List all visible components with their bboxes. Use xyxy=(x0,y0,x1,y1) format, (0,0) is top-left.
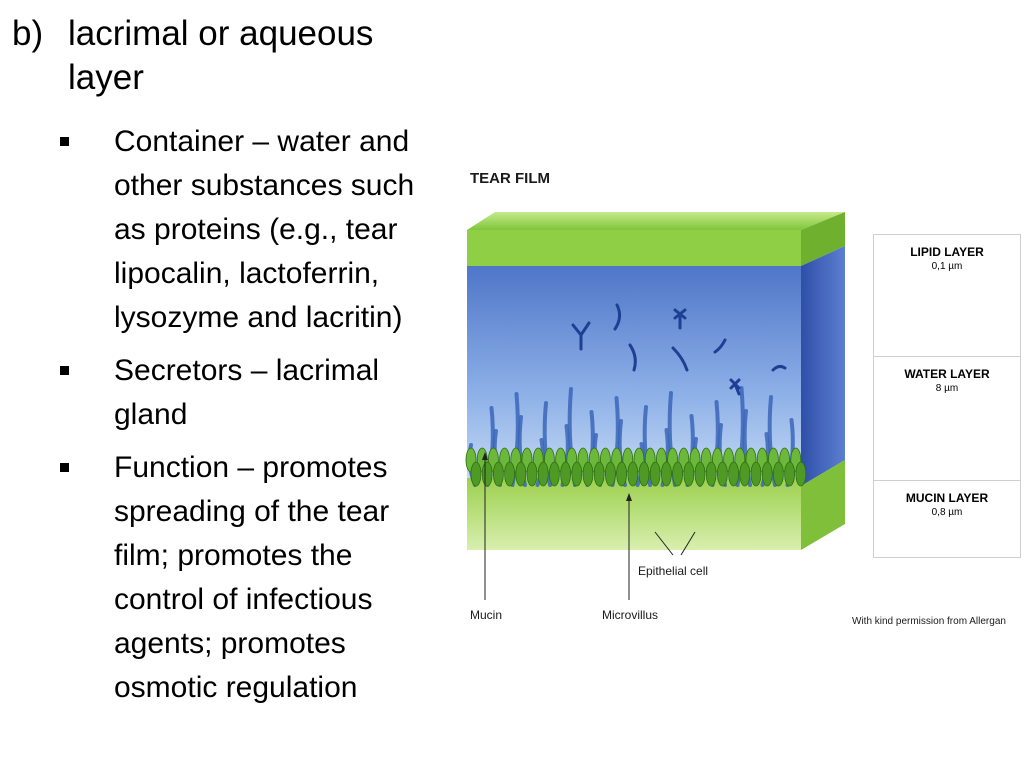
lipid-layer-side xyxy=(801,212,845,266)
microvillus xyxy=(549,461,560,487)
mucin-layer-box: MUCIN LAYER 0,8 µm xyxy=(873,480,1021,558)
microvillus xyxy=(481,461,493,487)
tear-film-illustration xyxy=(465,212,845,600)
microvillus xyxy=(537,461,549,487)
bullet-text: Function – promotes spreading of the tea… xyxy=(114,451,390,704)
microvillus xyxy=(694,461,706,487)
lipid-layer-front xyxy=(467,230,801,266)
epithelium-side xyxy=(801,460,845,550)
bullet-text: Container – water and other substances s… xyxy=(114,125,415,334)
lipid-layer-top xyxy=(467,212,845,230)
microvillus xyxy=(772,461,784,487)
microvillus xyxy=(515,461,527,487)
heading-marker: b) xyxy=(12,14,44,53)
microvillus xyxy=(728,461,740,487)
lipid-layer-name: LIPID LAYER xyxy=(910,245,984,259)
microvillus xyxy=(761,461,773,487)
credit-text: With kind permission from Allergan xyxy=(852,616,1006,627)
microvillus xyxy=(604,461,616,487)
figure-title: TEAR FILM xyxy=(470,170,550,187)
microvillus xyxy=(683,461,695,487)
epithelial-callout-line-left xyxy=(654,531,674,556)
bullet-square-icon xyxy=(60,366,69,375)
slide-heading: lacrimal or aqueous layer xyxy=(68,14,374,97)
tear-film-figure: TEAR FILM xyxy=(455,160,1024,640)
microvillus xyxy=(470,461,482,487)
bullet-text: Secretors – lacrimal gland xyxy=(114,354,380,431)
microvillus xyxy=(784,461,796,487)
microvillus xyxy=(705,461,717,487)
microvillus xyxy=(672,461,684,487)
microvillus xyxy=(627,461,639,487)
slide-text: b) lacrimal or aqueous layer Container –… xyxy=(0,0,450,768)
microvillus xyxy=(795,461,807,487)
microvillus xyxy=(526,461,538,487)
microvillus xyxy=(504,461,515,487)
water-layer-name: WATER LAYER xyxy=(904,367,990,381)
bullet-container: Container – water and other substances s… xyxy=(0,120,444,340)
microvillus xyxy=(649,461,661,487)
mucin-layer-name: MUCIN LAYER xyxy=(905,491,989,505)
microvillus xyxy=(638,461,650,487)
epithelium-front xyxy=(467,478,801,550)
microvillus xyxy=(582,461,594,487)
water-layer-size: 8 µm xyxy=(935,383,959,394)
bullet-secretors: Secretors – lacrimal gland xyxy=(0,349,444,437)
bullet-list: Container – water and other substances s… xyxy=(0,120,444,719)
lipid-layer-size: 0,1 µm xyxy=(931,261,963,272)
mucin-strand xyxy=(542,401,552,487)
microvillus xyxy=(560,461,571,487)
floating-mucin xyxy=(571,303,787,396)
microvillus xyxy=(493,461,504,487)
microvillus xyxy=(616,461,628,487)
microvillus xyxy=(660,461,672,487)
water-layer-side xyxy=(801,246,845,486)
microvillus xyxy=(739,461,751,487)
lipid-layer-box: LIPID LAYER 0,1 µm xyxy=(873,234,1021,358)
mucin-label: Mucin xyxy=(470,608,503,622)
microvillus xyxy=(571,461,583,487)
microvilli xyxy=(465,447,807,487)
microvillus xyxy=(750,461,762,487)
mucin-strand xyxy=(735,386,745,487)
bullet-square-icon xyxy=(60,137,69,146)
water-layer-box: WATER LAYER 8 µm xyxy=(873,356,1021,482)
bullet-square-icon xyxy=(60,463,69,472)
bullet-function: Function – promotes spreading of the tea… xyxy=(0,446,444,710)
epithelial-cell-label: Epithelial cell xyxy=(638,564,709,578)
microvillus xyxy=(593,461,605,487)
microvillus xyxy=(716,461,728,487)
epithelial-callout-line-right xyxy=(680,531,696,556)
microvillus-label: Microvillus xyxy=(602,608,659,622)
mucin-layer-size: 0,8 µm xyxy=(931,507,963,518)
